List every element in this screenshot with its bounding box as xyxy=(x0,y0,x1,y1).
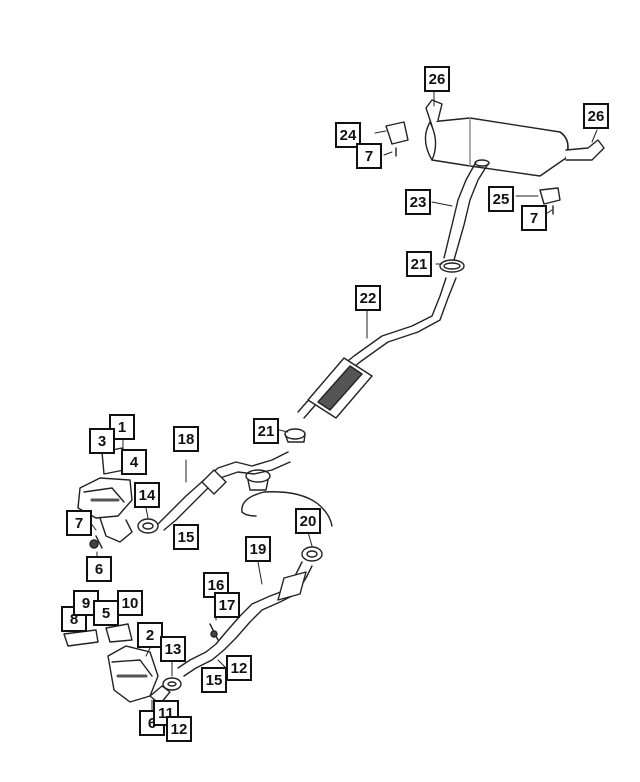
stud-lower xyxy=(209,623,219,641)
bracket-lower xyxy=(105,623,133,643)
tailpipe-left xyxy=(425,99,443,127)
callout-19: 19 xyxy=(245,536,271,562)
callout-26-right: 26 xyxy=(583,103,609,129)
tailpipe-right xyxy=(565,139,605,161)
callout-5: 5 xyxy=(93,600,119,626)
upper-catalytic-converter xyxy=(77,477,133,549)
callout-23: 23 xyxy=(405,189,431,215)
clamp-upper xyxy=(439,259,465,273)
callout-6-upper: 6 xyxy=(86,556,112,582)
callout-13: 13 xyxy=(160,636,186,662)
callout-15-upper: 15 xyxy=(173,524,199,550)
callout-10: 10 xyxy=(117,590,143,616)
callout-7-middle: 7 xyxy=(66,510,92,536)
callout-4: 4 xyxy=(121,449,147,475)
callout-3: 3 xyxy=(89,428,115,454)
callout-18: 18 xyxy=(173,426,199,452)
callout-1: 1 xyxy=(109,414,135,440)
callout-20: 20 xyxy=(295,508,321,534)
callout-7-top-left: 7 xyxy=(356,143,382,169)
callout-26-left: 26 xyxy=(424,66,450,92)
intermediate-pipe xyxy=(443,159,490,261)
gasket-upper xyxy=(137,518,159,534)
callout-15-lower: 15 xyxy=(201,667,227,693)
front-pipe-upper xyxy=(157,451,291,531)
callout-21-lower: 21 xyxy=(253,418,279,444)
oxygen-sensor-wire xyxy=(241,491,333,527)
hanger-bracket-right xyxy=(539,187,561,215)
callout-2: 2 xyxy=(137,622,163,648)
heat-shield-lower xyxy=(63,629,99,647)
callout-14: 14 xyxy=(134,482,160,508)
hanger-bracket-left xyxy=(385,121,409,157)
nut-upper xyxy=(89,539,99,549)
front-pipe-lower xyxy=(177,546,323,677)
callout-25: 25 xyxy=(488,186,514,212)
callout-7-top-right: 7 xyxy=(521,205,547,231)
callout-12-lower: 12 xyxy=(166,716,192,742)
clamp-lower xyxy=(284,428,306,443)
callout-22: 22 xyxy=(355,285,381,311)
callout-21-upper: 21 xyxy=(406,251,432,277)
callout-12-middle: 12 xyxy=(226,655,252,681)
rear-muffler xyxy=(424,117,569,177)
lower-catalytic-converter xyxy=(107,645,171,705)
gasket-lower xyxy=(162,677,182,691)
resonator xyxy=(307,357,373,419)
callout-17: 17 xyxy=(214,592,240,618)
